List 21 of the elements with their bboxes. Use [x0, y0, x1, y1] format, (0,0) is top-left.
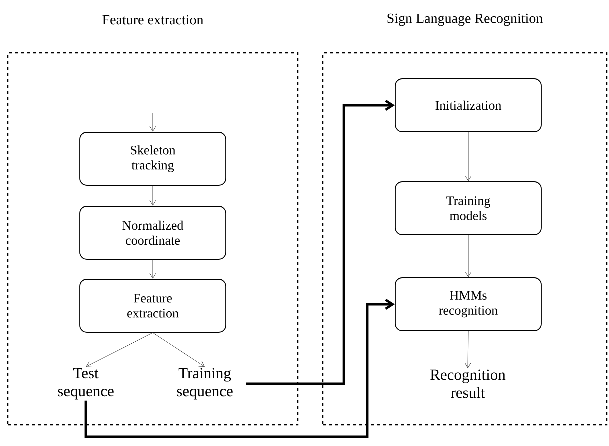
process-box: Training models: [395, 182, 542, 236]
panel-title: Sign Language Recognition: [388, 14, 543, 26]
process-box: Initialization: [395, 78, 542, 132]
process-box: HMMs recognition: [395, 278, 542, 332]
process-box: Feature extraction: [80, 279, 226, 333]
arrow: [150, 112, 156, 132]
arrow: [152, 332, 205, 367]
panel-title: Feature extraction: [102, 15, 204, 25]
arrow: [150, 260, 156, 279]
text-label: Training sequence: [177, 368, 233, 400]
text-label: Recognition result: [430, 370, 506, 398]
arrow: [464, 331, 472, 368]
arrow: [86, 332, 154, 368]
arrow: [465, 132, 472, 182]
process-box: Normalized coordinate: [80, 206, 226, 260]
arrow: [465, 235, 472, 278]
arrow: [246, 100, 396, 386]
arrow: [84, 298, 396, 438]
arrow: [150, 186, 156, 206]
process-box: Skeleton tracking: [80, 132, 226, 186]
text-label: Test sequence: [58, 368, 114, 400]
